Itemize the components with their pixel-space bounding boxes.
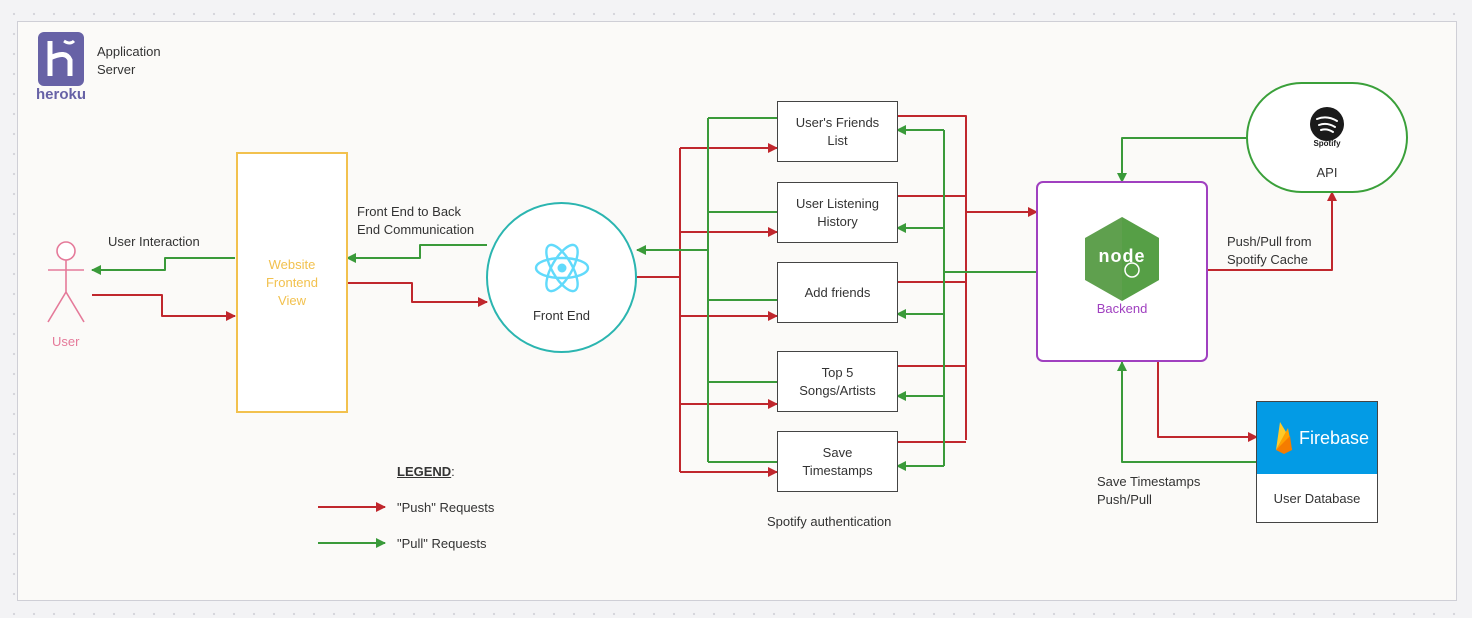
feature-label: User Listening History — [795, 195, 880, 229]
firebase-flame-icon — [1276, 422, 1292, 454]
edge-label-save-timestamps: Save Timestamps Push/Pull — [1097, 474, 1201, 507]
nodejs-logo-text: node — [1098, 246, 1146, 266]
pull-spotify-to-backend — [1117, 137, 1247, 183]
website-frontend-label: Website Frontend View — [265, 256, 319, 308]
feature-friends-list[interactable]: User's Friends List — [777, 101, 898, 162]
edge-label-spotify-auth: Spotify authentication — [767, 514, 892, 529]
legend-title-text: LEGEND — [397, 464, 452, 479]
user-label: User — [52, 334, 80, 349]
pull-website-to-user — [91, 257, 235, 275]
nodejs-icon — [1085, 217, 1159, 301]
legend-title: LEGEND: — [397, 463, 455, 481]
edge-label-user-interaction: User Interaction — [108, 234, 200, 249]
firebase-node[interactable]: Firebase User Database — [1256, 401, 1378, 523]
heroku-label: Application Server — [97, 44, 161, 77]
backend-node[interactable]: node Backend — [1036, 181, 1208, 362]
firebase-db-label: User Database — [1273, 491, 1361, 506]
push-user-to-website — [92, 294, 236, 321]
frontend-label: Front End — [532, 308, 591, 323]
feature-save-timestamps[interactable]: Save Timestamps — [777, 431, 898, 492]
legend-title-colon: : — [451, 464, 455, 479]
pull-frontend-to-website — [346, 244, 487, 263]
edge-label-frontend-to-backend: Front End to Back End Communication — [357, 204, 475, 237]
spotify-api-node[interactable]: Spotify API — [1246, 82, 1408, 193]
push-frontend-to-features — [637, 148, 681, 472]
website-frontend-node[interactable]: Website Frontend View — [236, 152, 348, 413]
legend-push-label: "Push" Requests — [397, 500, 495, 515]
pull-firebase-to-backend — [1117, 361, 1257, 463]
feature-add-friends[interactable]: Add friends — [777, 262, 898, 323]
heroku-logo-text: heroku — [36, 86, 87, 103]
feature-label: Add friends — [804, 284, 871, 300]
push-website-to-frontend — [347, 282, 488, 307]
feature-label: Save Timestamps — [802, 444, 873, 478]
push-backend-to-spotify — [1207, 191, 1337, 271]
legend-pull-label: "Pull" Requests — [397, 536, 487, 551]
heroku-icon — [38, 32, 84, 86]
frontend-node[interactable]: Front End — [486, 202, 637, 353]
spotify-icon — [1310, 107, 1344, 141]
heroku-logo: heroku — [36, 32, 88, 104]
edge-label-push-pull-spotify: Push/Pull from Spotify Cache — [1227, 234, 1312, 267]
firebase-logo-text: Firebase — [1299, 428, 1370, 448]
react-icon — [534, 243, 590, 293]
firebase-header: Firebase — [1257, 402, 1377, 474]
spotify-api-label: API — [1316, 165, 1338, 180]
push-backend-to-firebase — [1157, 362, 1258, 442]
feature-listening-history[interactable]: User Listening History — [777, 182, 898, 243]
feature-label: Top 5 Songs/Artists — [799, 364, 876, 398]
feature-label: User's Friends List — [795, 114, 880, 148]
pull-backend-to-features — [943, 130, 1037, 466]
backend-label: Backend — [1096, 301, 1148, 316]
spotify-logo-text: Spotify — [1313, 139, 1341, 148]
push-features-bus — [897, 115, 967, 440]
feature-top5[interactable]: Top 5 Songs/Artists — [777, 351, 898, 412]
